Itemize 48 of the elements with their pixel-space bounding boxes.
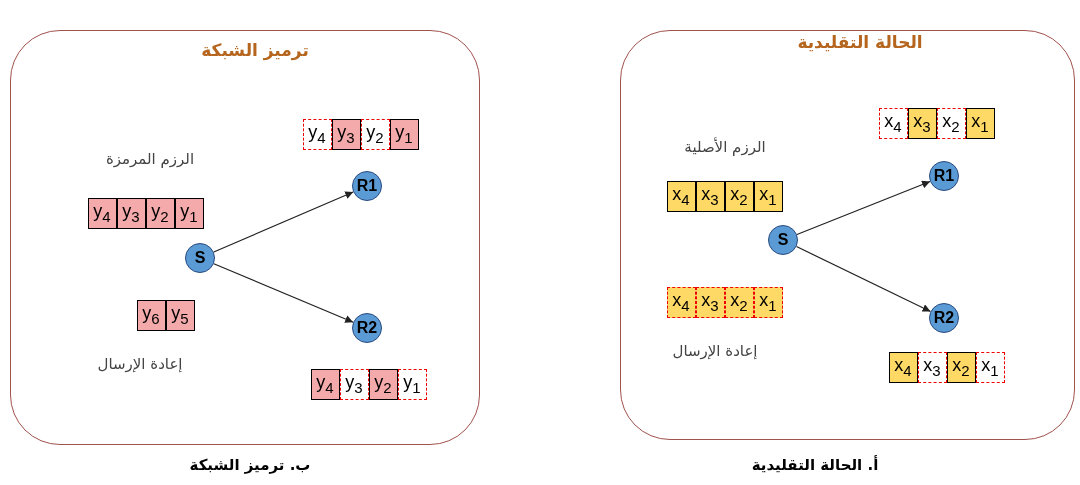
packet-cell: y$_{4}$ [302,118,332,150]
packet-cell: x$_{3}$ [695,286,725,318]
packet-cell: y$_{5}$ [165,299,195,331]
packet-cell: y$_{3}$ [339,368,369,400]
station-circle: S [185,243,215,273]
station-circle: R2 [929,303,959,333]
packet-cell: y$_{2}$ [145,197,175,229]
panel-label: أ. الحالة التقليدية [751,456,879,474]
packet-cell: x$_{3}$ [695,180,725,212]
packet-group-label: الرزم المرمزة [105,150,195,168]
arrow [795,245,932,313]
packet-cell: x$_{1}$ [975,351,1005,383]
packet-cell: x$_{1}$ [753,180,783,212]
panel-title: الحالة التقليدية [797,32,923,52]
packet-group-label: إعادة الإرسال [672,342,758,360]
packet-group-label: إعادة الإرسال [97,355,183,373]
packet-cell: y$_{2}$ [368,368,398,400]
packet-cell: x$_{2}$ [936,107,966,139]
panel-label: ب. ترميز الشبكة [189,456,311,474]
packet-cell: y$_{4}$ [310,368,340,400]
packet-cell: x$_{2}$ [724,286,754,318]
station-circle: R2 [352,313,382,343]
packet-cell: y$_{1}$ [389,118,419,150]
packet-group-label: الرزم الأصلية [684,138,766,156]
packet-cell: x$_{4}$ [888,351,918,383]
arrow [796,180,931,236]
packet-cell: x$_{1}$ [965,107,995,139]
packet-cell: y$_{1}$ [174,197,204,229]
station-circle: R1 [929,161,959,191]
arrow [213,263,354,323]
packet-cell: x$_{2}$ [946,351,976,383]
packet-cell: y$_{4}$ [87,197,117,229]
packet-cell: x$_{1}$ [753,286,783,318]
packet-cell: y$_{2}$ [360,118,390,150]
packet-cell: y$_{3}$ [331,118,361,150]
packet-cell: x$_{4}$ [666,180,696,212]
packet-cell: x$_{2}$ [724,180,754,212]
packet-cell: y$_{3}$ [116,197,146,229]
arrow [213,191,354,253]
packet-cell: x$_{3}$ [907,107,937,139]
packet-cell: y$_{6}$ [136,299,166,331]
station-circle: R1 [352,171,382,201]
station-circle: S [768,225,798,255]
panel-title: ترميز الشبكة [201,40,309,60]
packet-cell: x$_{3}$ [917,351,947,383]
packet-cell: x$_{4}$ [878,107,908,139]
packet-cell: y$_{1}$ [397,368,427,400]
packet-cell: x$_{4}$ [666,286,696,318]
